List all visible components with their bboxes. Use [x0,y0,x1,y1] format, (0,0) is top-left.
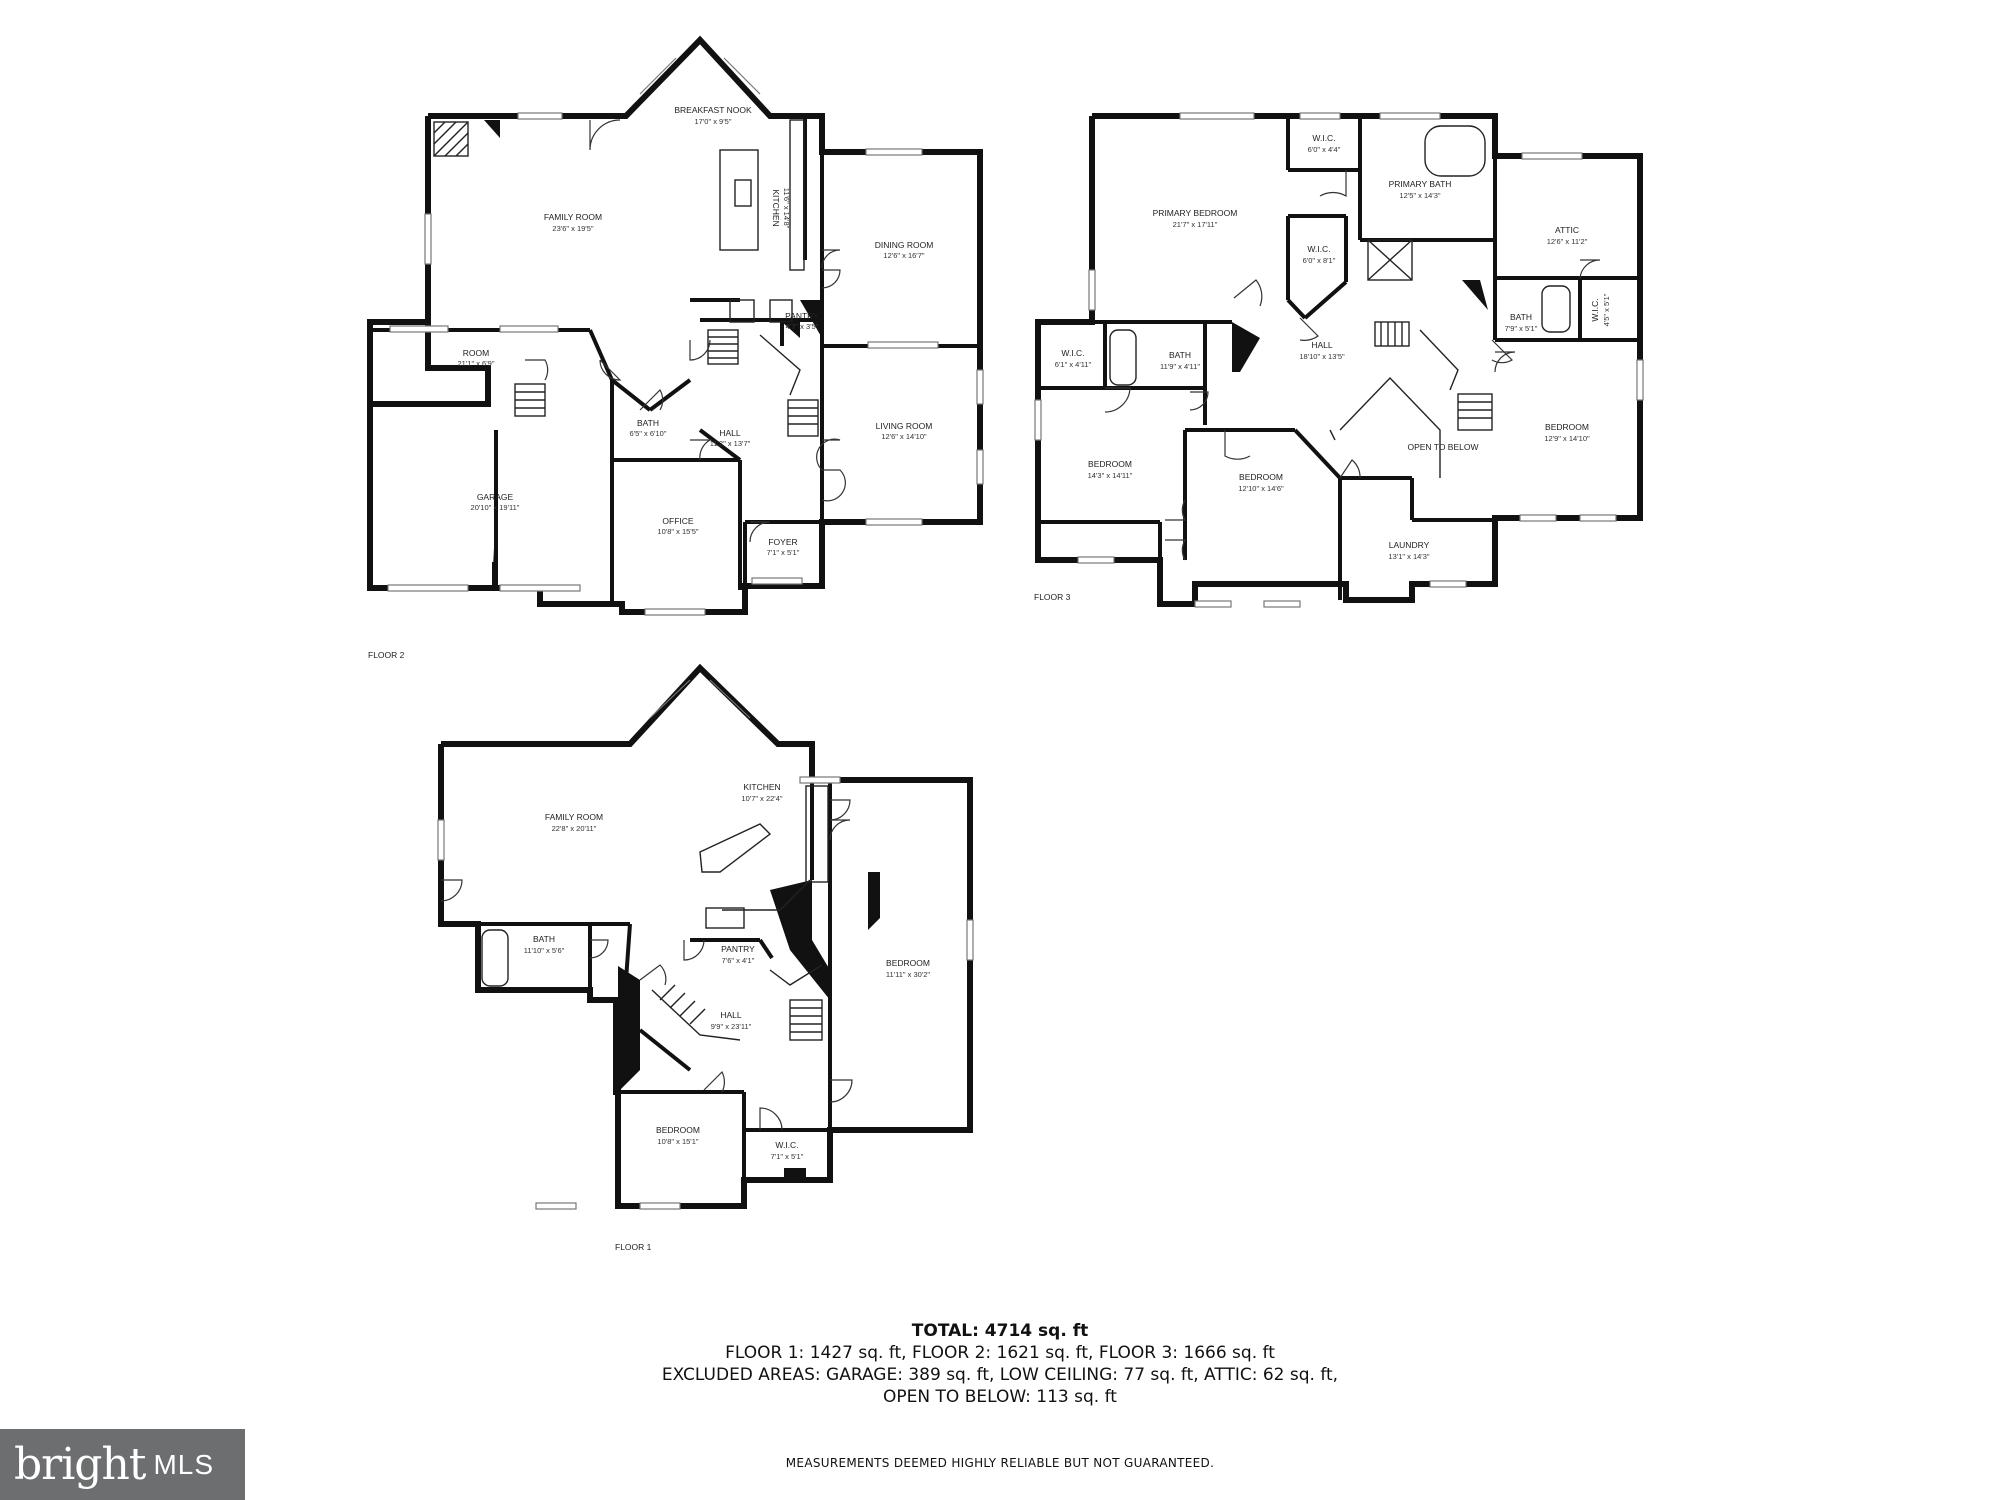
room-name: PRIMARY BATH [1389,179,1452,189]
room-name: HALL [720,1010,742,1020]
floor-2-plan: FLOOR 2 [367,35,984,660]
room-dims: 10'8" x 15'5" [657,527,698,536]
room-name: W.I.C. [1590,298,1600,321]
room-name: BEDROOM [1239,472,1283,482]
room-dims: 12'5" x 14'3" [1399,191,1440,200]
room-name: W.I.C. [1307,244,1330,254]
room-name: FAMILY ROOM [545,812,603,822]
room-name: BEDROOM [1088,459,1132,469]
room-dims: 12'6" x 14'10" [881,432,927,441]
room-name: HALL [1311,340,1333,350]
room-dims: 4'7" x 3'5" [786,322,819,331]
floor-1-label: FLOOR 1 [615,1242,652,1252]
open-to-below-area: OPEN TO BELOW: 113 sq. ft [883,1387,1117,1407]
room-name: LAUNDRY [1389,540,1430,550]
room-dims: 6'1" x 4'11" [1055,360,1092,369]
floor-1-room-labels: FAMILY ROOM 22'8" x 20'11" KITCHEN 10'7"… [524,782,931,1161]
room-dims: 14'3" x 14'11" [1088,471,1133,480]
room-dims: 20'10" x 19'11" [471,503,520,512]
room-name: W.I.C. [1312,133,1335,143]
room-name: OFFICE [662,516,693,526]
room-name: ROOM [463,348,489,358]
room-dims: 10'7" x 22'4" [741,794,782,803]
room-dims: 22'8" x 20'11" [552,824,597,833]
room-name: GARAGE [477,492,514,502]
room-dims: 9'9" x 23'11" [711,1022,752,1031]
room-name: PANTRY [785,311,819,321]
room-name: BEDROOM [886,958,930,968]
total-area: TOTAL: 4714 sq. ft [911,1321,1089,1341]
room-dims: 21'1" x 6'9" [458,359,495,368]
room-name: KITCHEN [771,189,781,226]
room-dims: 12'6" x 11'2" [1547,237,1588,246]
room-dims: 11'2" x 13'7" [710,439,751,448]
room-dims: 7'9" x 5'1" [1505,324,1538,333]
room-dims: 7'1" x 5'1" [767,548,800,557]
room-name: BREAKFAST NOOK [674,105,752,115]
room-dims: 7'6" x 4'1" [722,956,755,965]
room-dims: 12'10" x 14'6" [1238,484,1284,493]
room-dims: 6'0" x 4'4" [1308,145,1341,154]
floor-1-plan: FLOOR 1 [437,663,974,1252]
bright-mls-logo: bright MLS [0,1429,245,1500]
room-name: FAMILY ROOM [544,212,602,222]
room-name: DINING ROOM [875,240,934,250]
room-dims: 13'1" x 14'3" [1388,552,1429,561]
room-name: LIVING ROOM [876,421,933,431]
room-dims: 12'9" x 14'10" [1544,434,1590,443]
room-name: BATH [637,418,659,428]
floor-3-plan: FLOOR 3 [1034,112,1644,608]
room-name: BEDROOM [656,1125,700,1135]
floor-3-room-labels: PRIMARY BEDROOM 21'7" x 17'11" W.I.C. 6'… [1055,133,1611,561]
room-dims: 7'1" x 5'1" [771,1152,804,1161]
room-name: FOYER [768,537,797,547]
room-dims: 11'11" x 30'2" [886,970,931,979]
room-name: HALL [719,428,741,438]
room-name: W.I.C. [1061,348,1084,358]
floor-2-label: FLOOR 2 [368,650,405,660]
room-dims: 18'10" x 13'5" [1299,352,1345,361]
area-summary: TOTAL: 4714 sq. ft FLOOR 1: 1427 sq. ft,… [0,1320,2000,1408]
room-name: PRIMARY BEDROOM [1153,208,1238,218]
room-name: BATH [1169,350,1191,360]
room-name: BATH [1510,312,1532,322]
room-name: KITCHEN [743,782,780,792]
room-dims: 10'8" x 15'1" [657,1137,698,1146]
logo-brand: bright [14,1439,146,1490]
measurement-disclaimer: MEASUREMENTS DEEMED HIGHLY RELIABLE BUT … [785,1456,1215,1470]
room-name: OPEN TO BELOW [1407,442,1478,452]
room-name: ATTIC [1555,225,1579,235]
room-dims: 12'6" x 16'7" [883,251,924,260]
room-dims: 11'9" x 4'11" [1160,362,1200,371]
room-dims: 6'5" x 6'10" [630,429,667,438]
floor-areas: FLOOR 1: 1427 sq. ft, FLOOR 2: 1621 sq. … [725,1343,1275,1363]
room-dims: 4'5" x 5'1" [1602,293,1611,326]
room-dims: 17'0" x 9'5" [695,117,732,126]
floor-2-room-labels: BREAKFAST NOOK 17'0" x 9'5" FAMILY ROOM … [458,105,934,557]
room-dims: 11'10" x 5'6" [524,946,565,955]
excluded-areas: EXCLUDED AREAS: GARAGE: 389 sq. ft, LOW … [661,1365,1339,1385]
room-name: W.I.C. [775,1140,798,1150]
logo-suffix: MLS [153,1448,215,1480]
room-dims: 6'0" x 8'1" [1303,256,1336,265]
room-dims: 21'7" x 17'11" [1173,220,1218,229]
room-dims: 11'6" x 14'8" [782,188,791,229]
floor-3-label: FLOOR 3 [1034,592,1071,602]
room-name: BEDROOM [1545,422,1589,432]
room-dims: 23'6" x 19'5" [552,224,593,233]
room-name: BATH [533,934,555,944]
room-name: PANTRY [721,944,755,954]
